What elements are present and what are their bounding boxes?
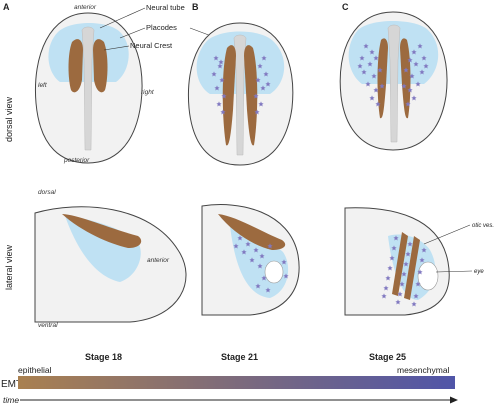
orientation-anterior-lateral: anterior [147,257,170,264]
emt-label: EMT [1,379,22,390]
orientation-dorsal: dorsal [38,189,56,196]
time-arrow-head [450,396,458,404]
embryo-dorsal-a [34,12,143,164]
otic-vesicle-leader [423,224,471,245]
placodes-leader [119,27,146,39]
orientation-left: left [38,82,48,89]
orientation-anterior: anterior [74,4,97,11]
otic-vesicle-label: otic ves. [472,223,494,229]
neural-crest-label: Neural Crest [130,41,173,50]
epithelial-label: epithelial [18,365,52,375]
orientation-ventral: ventral [38,322,58,329]
lateral-view-label: lateral view [4,244,14,290]
placodes-label: Placodes [146,23,177,32]
emt-gradient-bar [18,376,455,389]
embryo-lateral-a [34,206,187,323]
embryo-dorsal-c [339,11,448,151]
time-label: time [3,395,19,405]
eye-label: eye [474,269,484,275]
panel-label-a: A [3,2,10,12]
orientation-right: right [141,89,155,96]
neural-tube-leader [99,7,146,29]
neural-crest-leader [103,45,130,51]
embryo-lateral-b [201,204,300,316]
panel-label-c: C [342,2,349,12]
dorsal-view-label: dorsal view [4,96,14,142]
embryo-lateral-c [344,207,450,316]
neural-tube-label: Neural tube [146,3,185,12]
mesenchymal-label: mesenchymal [397,365,450,375]
panel-label-b: B [192,2,199,12]
orientation-posterior: posterior [63,157,90,164]
embryo-dorsal-b [187,22,294,166]
stage-label-18: Stage 18 [85,352,122,362]
stage-label-25: Stage 25 [369,352,406,362]
eye-leader [435,270,473,273]
stage-label-21: Stage 21 [221,352,258,362]
